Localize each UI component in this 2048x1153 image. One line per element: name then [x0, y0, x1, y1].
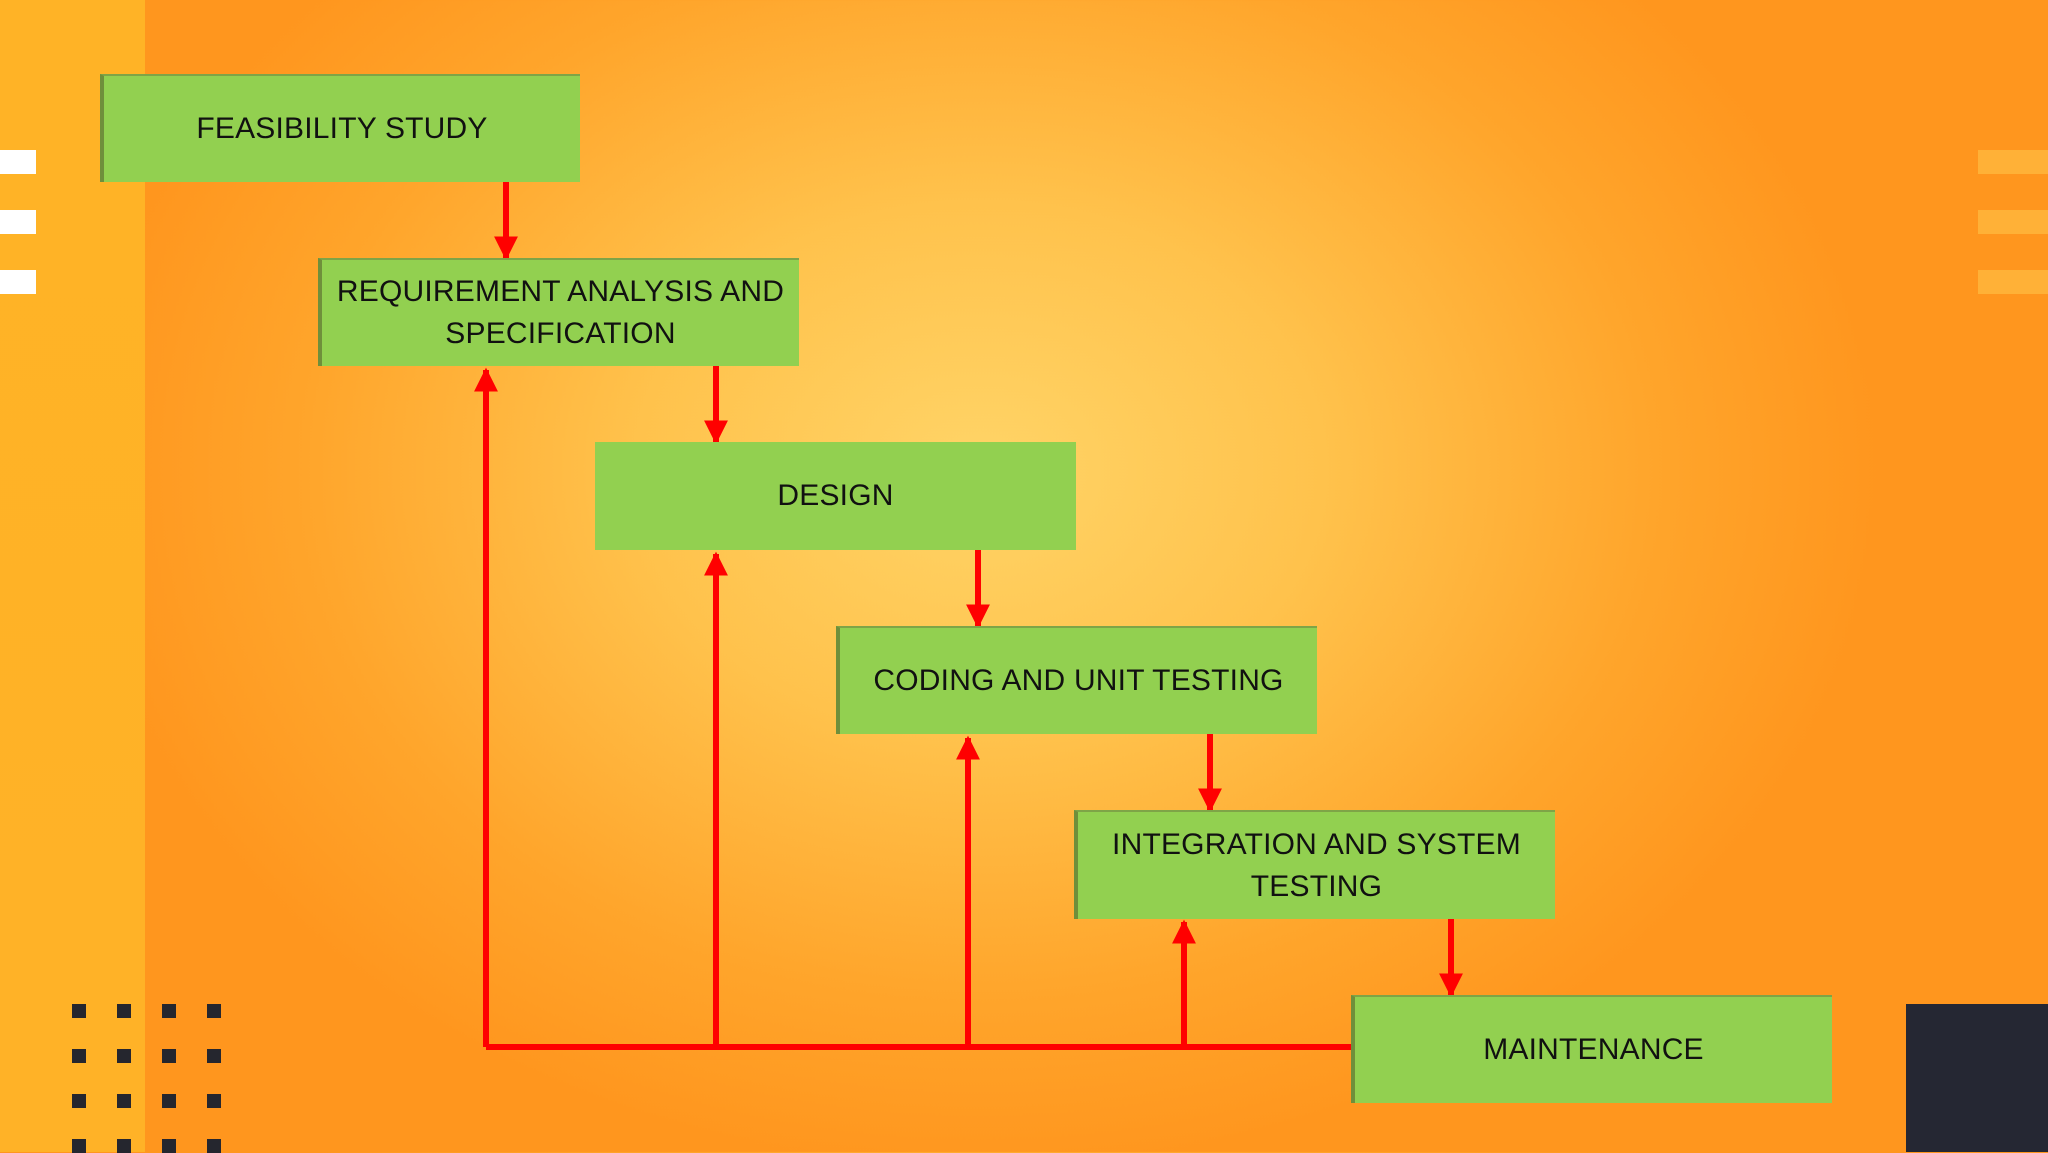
grid-dot: [117, 1139, 131, 1153]
grid-dot: [207, 1094, 221, 1108]
grid-dot: [207, 1004, 221, 1018]
right-bar: [1978, 150, 2048, 174]
left-bar: [0, 270, 36, 294]
stage-design: DESIGN: [595, 442, 1076, 550]
stage-feasibility-study: FEASIBILITY STUDY: [100, 74, 580, 182]
grid-dot: [162, 1004, 176, 1018]
grid-dot: [207, 1139, 221, 1153]
grid-dot: [162, 1139, 176, 1153]
left-bar: [0, 210, 36, 234]
grid-dot: [72, 1139, 86, 1153]
stage-maintenance: MAINTENANCE: [1351, 995, 1832, 1103]
right-bar: [1978, 210, 2048, 234]
grid-dot: [72, 1049, 86, 1063]
stage-requirement-analysis: REQUIREMENT ANALYSIS AND SPECIFICATION: [318, 258, 799, 366]
grid-dot: [117, 1004, 131, 1018]
grid-dot: [162, 1049, 176, 1063]
grid-dot: [117, 1049, 131, 1063]
stage-coding-and-unit-testing: CODING AND UNIT TESTING: [836, 626, 1317, 734]
corner-dark-block: [1906, 1004, 2048, 1152]
grid-dot: [162, 1094, 176, 1108]
grid-dot: [117, 1094, 131, 1108]
left-accent-strip: [0, 0, 145, 1152]
grid-dot: [207, 1049, 221, 1063]
grid-dot: [72, 1004, 86, 1018]
grid-dot: [72, 1094, 86, 1108]
left-bar: [0, 150, 36, 174]
right-bar: [1978, 270, 2048, 294]
stage-integration-and-system-testing: INTEGRATION AND SYSTEM TESTING: [1074, 810, 1555, 919]
